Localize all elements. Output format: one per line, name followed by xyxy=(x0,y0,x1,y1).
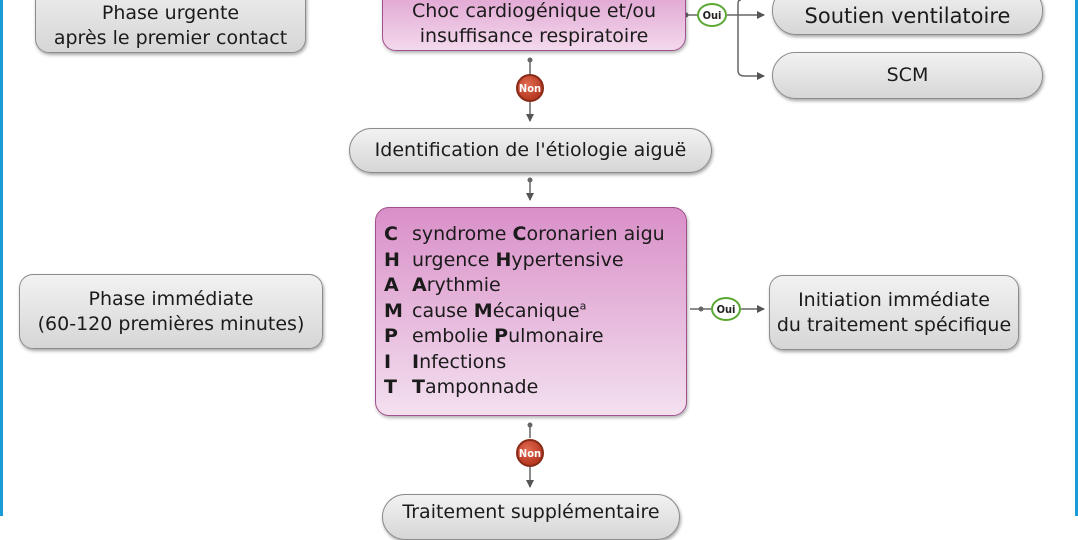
champit-letter: I xyxy=(384,350,392,373)
initiation-line2: du traitement spécifique xyxy=(776,313,1012,336)
phase-immediate-box: Phase immédiate (60-120 premières minute… xyxy=(19,274,323,349)
choc-line2: insuffisance respiratoire xyxy=(419,24,649,47)
champit-text: urgence Hypertensive xyxy=(412,248,624,274)
phase-immediate-line1: Phase immédiate xyxy=(88,287,254,310)
champit-text-initial: H xyxy=(495,248,512,271)
champit-text-initial: C xyxy=(512,223,527,245)
champit-text-rest: ulmonaire xyxy=(508,325,604,347)
champit-letter: A xyxy=(384,274,399,296)
oui-badge-middle: Oui xyxy=(711,297,741,321)
champit-text-initial: I xyxy=(412,350,420,373)
champit-text-rest: nfections xyxy=(419,350,507,373)
champit-text-initial: T xyxy=(412,376,425,398)
scm-label: SCM xyxy=(886,64,929,86)
champit-text-rest: amponnade xyxy=(424,376,539,398)
phase-urgente-box: Phase urgente après le premier contact xyxy=(35,0,306,53)
oui-badge-top: Oui xyxy=(697,3,727,27)
non-badge-bottom: Non xyxy=(516,439,544,467)
connector-lines xyxy=(526,0,765,488)
champit-text-prefix: cause xyxy=(412,299,474,322)
champit-letter: H xyxy=(384,248,400,271)
champit-letter: P xyxy=(384,325,398,347)
choc-line1: Choc cardiogénique et/ou xyxy=(411,0,657,22)
traitement-supplementaire-box: Traitement supplémentaire xyxy=(382,494,680,540)
phase-urgente-line1: Phase urgente xyxy=(101,1,240,24)
soutien-ventilatoire-box: Soutien ventilatoire xyxy=(772,0,1043,35)
champit-text-rest: ypertensive xyxy=(511,248,624,271)
champit-letter: M xyxy=(384,299,403,322)
champit-text: Tamponnade xyxy=(412,375,538,401)
traitement-label: Traitement supplémentaire xyxy=(402,501,660,523)
champit-text-prefix: urgence xyxy=(412,248,496,271)
champit-text-rest: écanique xyxy=(492,299,580,322)
champit-text-prefix: embolie xyxy=(412,325,495,347)
champit-text-initial: P xyxy=(494,325,509,347)
champit-text-initial: A xyxy=(412,274,427,296)
non-badge-top: Non xyxy=(516,74,544,102)
champit-text: embolie Pulmonaire xyxy=(412,324,604,350)
identification-label: Identification de l'étiologie aiguë xyxy=(374,139,687,161)
champit-footnote-mark: a xyxy=(579,299,587,313)
champit-text: Arythmie xyxy=(412,273,501,299)
champit-text: Infections xyxy=(412,350,506,376)
diagram-frame xyxy=(0,0,1078,516)
champit-text: cause Mécaniquea xyxy=(412,299,586,325)
initiation-traitement-box: Initiation immédiate du traitement spéci… xyxy=(769,275,1019,350)
champit-text-prefix: syndrome xyxy=(412,223,513,245)
champit-letter: C xyxy=(384,223,398,245)
champit-letter: T xyxy=(384,376,397,398)
champit-text: syndrome Coronarien aigu xyxy=(412,222,665,248)
champit-text-rest: rythmie xyxy=(426,274,501,296)
soutien-label: Soutien ventilatoire xyxy=(804,4,1011,28)
scm-box: SCM xyxy=(772,52,1043,99)
champit-text-initial: M xyxy=(473,299,493,322)
identification-box: Identification de l'étiologie aiguë xyxy=(349,128,712,173)
phase-immediate-line2: (60-120 premières minutes) xyxy=(37,312,305,335)
initiation-line1: Initiation immédiate xyxy=(798,288,990,311)
phase-urgente-line2: après le premier contact xyxy=(53,26,288,49)
champit-text-rest: oronarien aigu xyxy=(526,223,665,245)
choc-cardiogenique-box: Choc cardiogénique et/ou insuffisance re… xyxy=(382,0,686,51)
